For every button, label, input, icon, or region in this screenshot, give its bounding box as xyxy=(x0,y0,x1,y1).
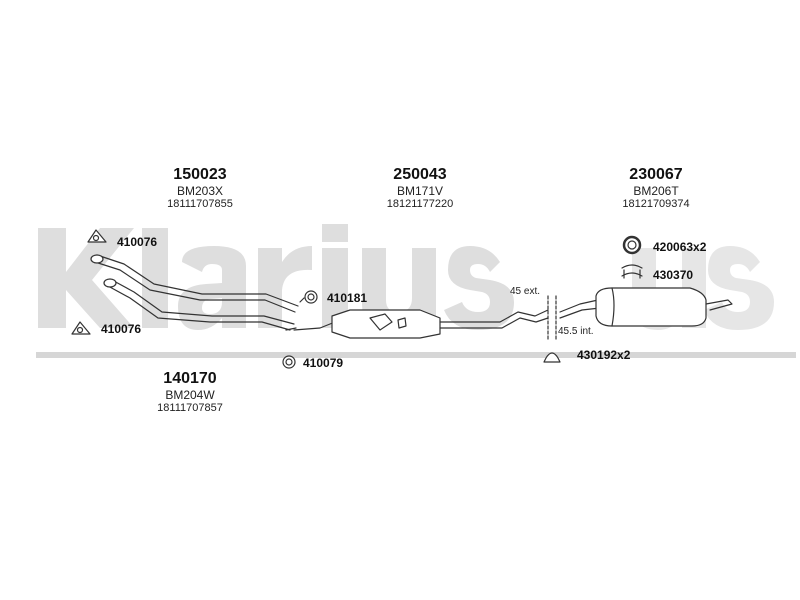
ring-icon-mid xyxy=(304,290,318,304)
assembly-oem: 18121709374 xyxy=(622,198,690,210)
assembly-code: BM204W xyxy=(165,388,215,402)
flange-upper xyxy=(90,254,104,264)
assembly-oem: 18111707857 xyxy=(157,402,223,414)
assembly-code: BM203X xyxy=(176,184,224,198)
front-pipe-lower-edge xyxy=(111,279,295,325)
ring-low-label: 410079 xyxy=(303,356,344,370)
clamp-label: 420063x2 xyxy=(653,240,707,254)
rear-pipe-inlet xyxy=(559,299,599,313)
assembly-oem: 18111707855 xyxy=(167,198,233,210)
hanger-icon xyxy=(621,264,643,279)
dimension-ext-label: 45 ext. xyxy=(510,286,541,297)
clamp-icon xyxy=(622,235,642,255)
gasket-top-label: 410076 xyxy=(117,235,158,249)
assembly-140170: 140170 BM204W 18111707857 xyxy=(157,370,223,414)
tailpipe xyxy=(705,299,733,311)
assembly-250043: 250043 BM171V 18121177220 xyxy=(387,166,453,210)
centre-pipe-inlet xyxy=(293,321,336,331)
mount-icon xyxy=(543,352,561,363)
assembly-230067: 230067 BM206T 18121709374 xyxy=(622,166,689,210)
assembly-number: 230067 xyxy=(629,166,683,183)
assembly-number: 250043 xyxy=(393,166,447,183)
ring-mid-label: 410181 xyxy=(327,291,368,305)
gasket-bottom-label: 410076 xyxy=(101,322,142,336)
dimension-int-label: 45.5 int. xyxy=(558,326,594,337)
assembly-number: 140170 xyxy=(163,370,217,387)
centre-pipe-outlet xyxy=(439,309,549,323)
mount-label: 430192x2 xyxy=(577,348,631,362)
assembly-number: 150023 xyxy=(173,166,227,183)
hanger-label: 430370 xyxy=(653,268,694,282)
assembly-oem: 18121177220 xyxy=(386,198,454,210)
flange-lower xyxy=(103,278,117,288)
assembly-150023: 150023 BM203X 18111707855 xyxy=(167,166,233,210)
rear-silencer-body xyxy=(595,287,707,327)
assembly-code: BM171V xyxy=(396,184,444,198)
front-pipe-upper-edge xyxy=(99,255,299,307)
front-pipe-upper xyxy=(94,261,296,313)
front-pipe-lower xyxy=(107,285,291,331)
assembly-code: BM206T xyxy=(633,184,679,198)
ring-icon-low xyxy=(282,355,296,369)
